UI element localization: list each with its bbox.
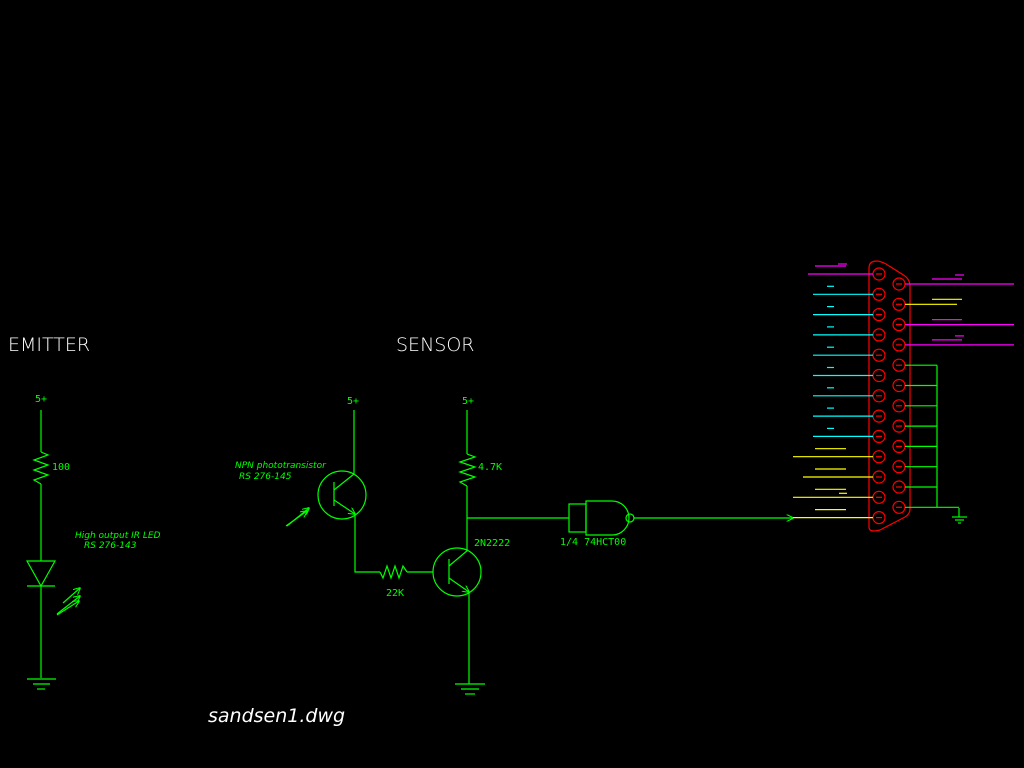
emitter-resistor <box>32 451 50 485</box>
nand-gate <box>585 500 630 536</box>
ir-led-diode <box>25 560 57 588</box>
emitter-ground-icon <box>27 678 56 690</box>
nand-gate-inputs <box>568 503 587 533</box>
drawing-filename: sandsen1.dwg <box>208 705 345 727</box>
photo-label-line1: NPN phototransistor <box>235 461 327 471</box>
photo-supply-label: 5+ <box>347 396 359 407</box>
connector-ground-icon <box>952 508 967 524</box>
npn-phototransistor <box>317 470 367 520</box>
connector-shell <box>868 260 911 532</box>
connector-pin-wires <box>793 263 1014 519</box>
sensor-section: SENSOR 5+ NPN phototransistor RS 276-145… <box>235 334 793 695</box>
collector-resistor <box>458 453 477 487</box>
db25-connector <box>793 260 1014 532</box>
led-emission-arrow-1 <box>56 596 80 615</box>
photo-label-line2: RS 276-145 <box>239 472 292 482</box>
connector-right-pins <box>892 277 906 514</box>
nand-gate-inverter-bubble <box>625 513 635 523</box>
photo-emitter-wire <box>354 514 380 573</box>
base-resistor-22k <box>379 564 408 580</box>
gate-label: 1/4 74HCT00 <box>560 537 626 548</box>
npn-transistor-2n2222 <box>432 547 482 597</box>
led-emission-arrow-2 <box>56 601 79 616</box>
led-label-line1: High output IR LED <box>75 531 161 541</box>
transistor-label: 2N2222 <box>474 538 510 549</box>
photo-light-arrow-2 <box>285 511 307 527</box>
led-emission-arrow-3 <box>62 588 80 604</box>
emitter-resistor-label: 100 <box>52 462 70 473</box>
emitter-supply-label: 5+ <box>35 394 47 405</box>
collector-supply-label: 5+ <box>462 396 474 407</box>
emitter-title: EMITTER <box>8 334 90 356</box>
led-label-line2: RS 276-143 <box>84 541 137 551</box>
sensor-ground-icon <box>455 683 485 695</box>
emitter-section: EMITTER 5+ 100 High output IR LED RS 276… <box>8 334 161 690</box>
sensor-title: SENSOR <box>396 334 475 356</box>
base-resistor-label: 22K <box>386 588 404 599</box>
connector-left-pins <box>872 267 886 525</box>
collector-resistor-label: 4.7K <box>478 462 502 473</box>
